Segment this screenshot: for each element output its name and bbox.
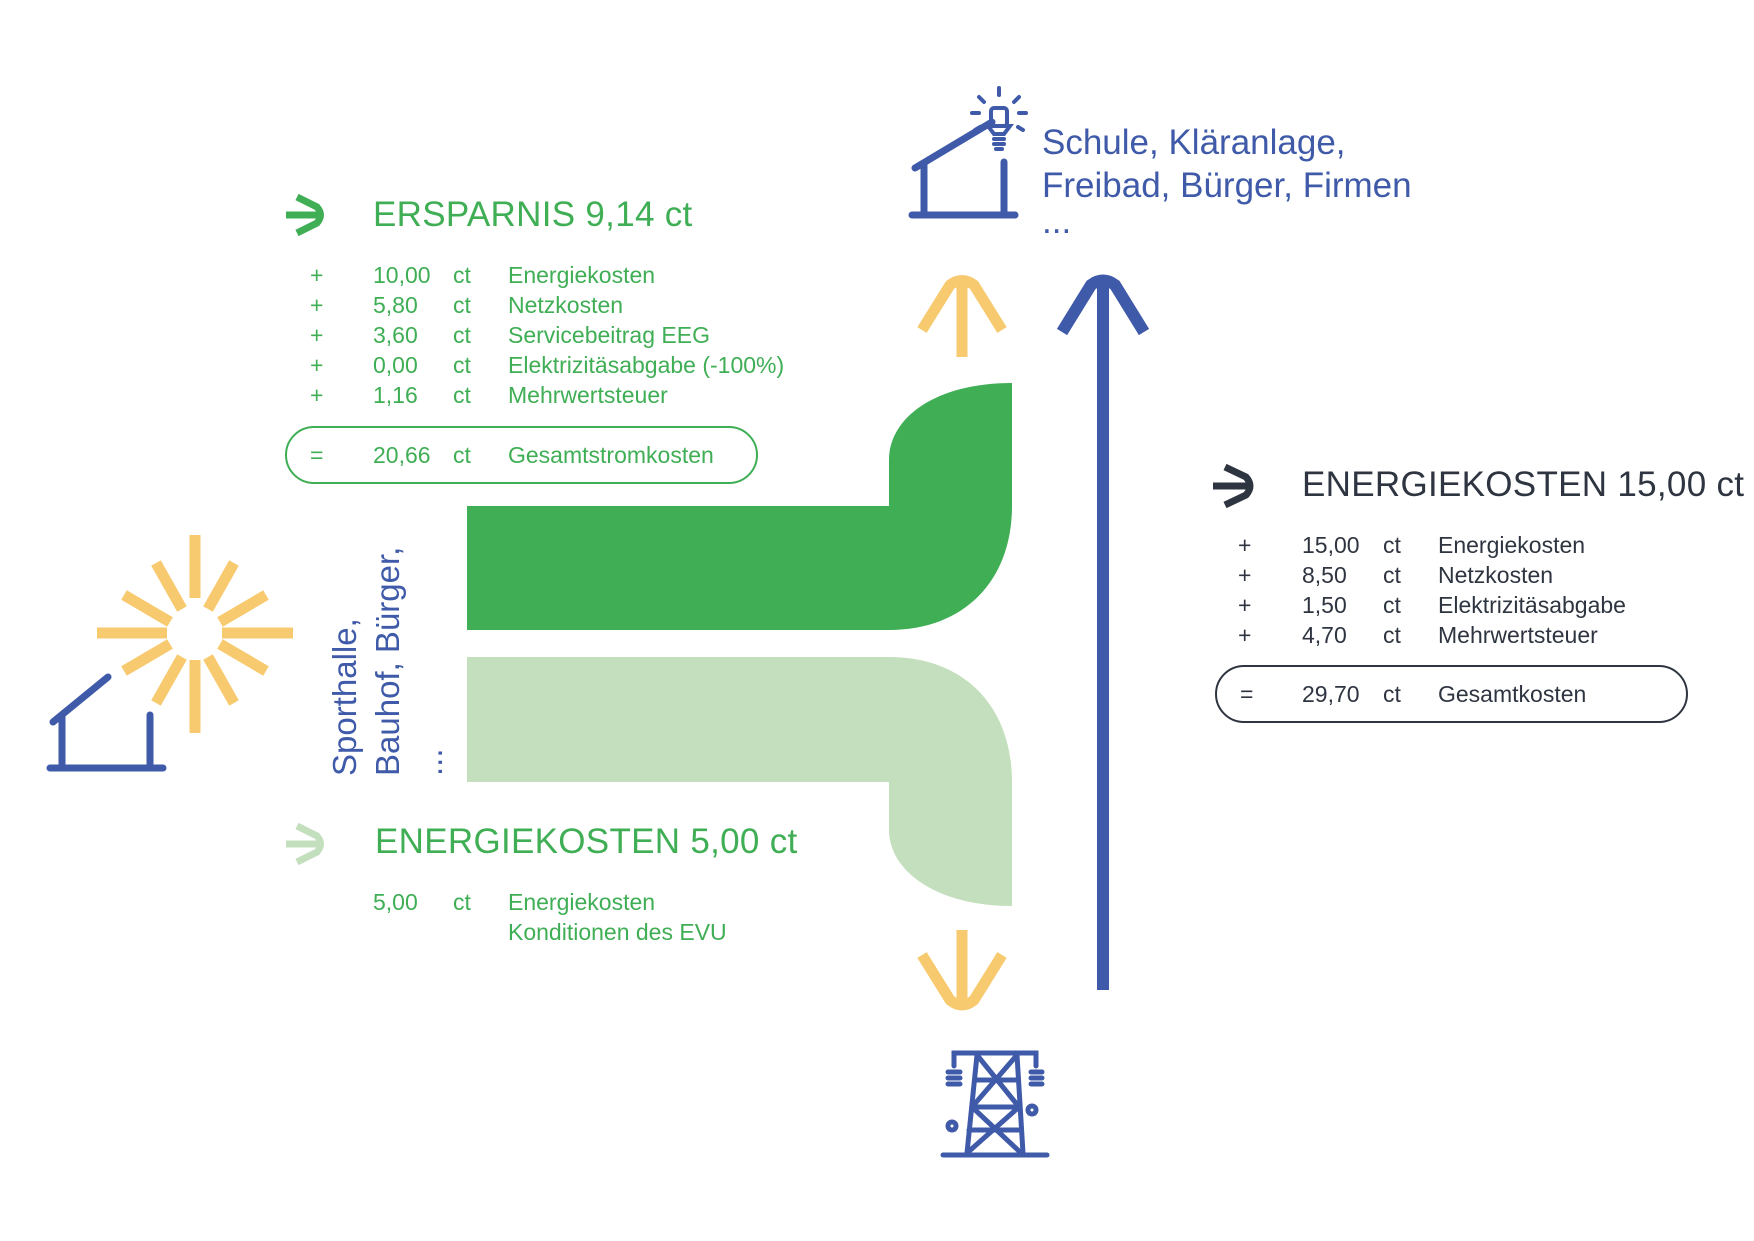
total-label: Gesamtkosten (1438, 681, 1587, 707)
total-value: 29,70 (1302, 681, 1360, 707)
consumers-line-2: Freibad, Bürger, Firmen (1042, 166, 1412, 205)
total-operator: = (310, 442, 324, 468)
row-label: Servicebeitrag EEG (508, 322, 710, 348)
row-unit: ct (453, 352, 471, 378)
row-operator: + (310, 322, 324, 348)
row-value: 4,70 (1302, 622, 1347, 648)
producer-label: Sporthalle, Bauhof, Bürger, ... (323, 547, 452, 776)
consumers-line-3: ... (1042, 202, 1072, 241)
row-value: 15,00 (1302, 532, 1360, 558)
row-sublabel: Konditionen des EVU (508, 919, 727, 945)
row-value: 5,00 (373, 889, 418, 915)
total-operator: = (1240, 681, 1254, 707)
row-unit: ct (1383, 532, 1401, 558)
row-value: 1,16 (373, 382, 418, 408)
row-unit: ct (1383, 562, 1401, 588)
blue-up-arrow-icon (1056, 274, 1150, 990)
row-unit: ct (453, 889, 471, 915)
savings-arrow-icon (286, 193, 324, 237)
row-unit: ct (453, 292, 471, 318)
row-operator: + (1238, 622, 1252, 648)
row-value: 10,00 (373, 262, 431, 288)
producer-line-3: ... (412, 748, 449, 776)
row-operator: + (310, 262, 324, 288)
grid-costs-title: ENERGIEKOSTEN 15,00 ct (1302, 465, 1745, 504)
savings-total-pill (285, 426, 758, 484)
row-value: 3,60 (373, 322, 418, 348)
yellow-down-arrow-icon (917, 930, 1007, 1011)
producer-house-icon (46, 673, 167, 772)
row-label: Energiekosten (1438, 532, 1586, 558)
row-label: Energiekosten (508, 889, 656, 915)
consumers-label: Schule, Kläranlage, Freibad, Bürger, Fir… (1042, 121, 1412, 241)
producer-line-2: Bauhof, Bürger, (369, 546, 406, 776)
sun-icon (97, 535, 293, 733)
row-label: Mehrwertsteuer (1438, 622, 1598, 648)
row-label: Mehrwertsteuer (508, 382, 668, 408)
row-unit: ct (453, 382, 471, 408)
row-value: 0,00 (373, 352, 418, 378)
savings-title: ERSPARNIS 9,14 ct (373, 195, 693, 234)
row-value: 8,50 (1302, 562, 1347, 588)
total-label: Gesamtstromkosten (508, 442, 714, 468)
row-label: Netzkosten (1438, 562, 1554, 588)
row-label: Energiekosten (508, 262, 656, 288)
row-label: Elektrizitäsabgabe (-100%) (508, 352, 785, 378)
green-flow-band (467, 383, 1012, 630)
row-value: 5,80 (373, 292, 418, 318)
total-unit: ct (1383, 681, 1401, 707)
grid-costs-arrow-icon (1213, 463, 1254, 509)
row-operator: + (1238, 592, 1252, 618)
row-operator: + (310, 292, 324, 318)
consumers-line-1: Schule, Kläranlage, (1042, 123, 1346, 162)
lightbulb-icon (970, 86, 1028, 151)
total-unit: ct (453, 442, 471, 468)
producer-line-1: Sporthalle, (326, 618, 363, 776)
row-label: Netzkosten (508, 292, 624, 318)
row-value: 1,50 (1302, 592, 1347, 618)
row-operator: + (1238, 532, 1252, 558)
row-unit: ct (453, 262, 471, 288)
row-unit: ct (1383, 592, 1401, 618)
row-unit: ct (453, 322, 471, 348)
total-value: 20,66 (373, 442, 431, 468)
feed-in-title: ENERGIEKOSTEN 5,00 ct (375, 822, 798, 861)
row-operator: + (310, 352, 324, 378)
feed-in-arrow-icon (286, 822, 324, 866)
grid-costs-total-pill (1215, 665, 1688, 723)
power-pylon-icon (940, 1050, 1050, 1158)
light-green-flow-band (467, 657, 1012, 906)
row-operator: + (310, 382, 324, 408)
yellow-up-arrow-icon (917, 275, 1007, 357)
row-label: Elektrizitäsabgabe (1438, 592, 1626, 618)
row-unit: ct (1383, 622, 1401, 648)
row-operator: + (1238, 562, 1252, 588)
